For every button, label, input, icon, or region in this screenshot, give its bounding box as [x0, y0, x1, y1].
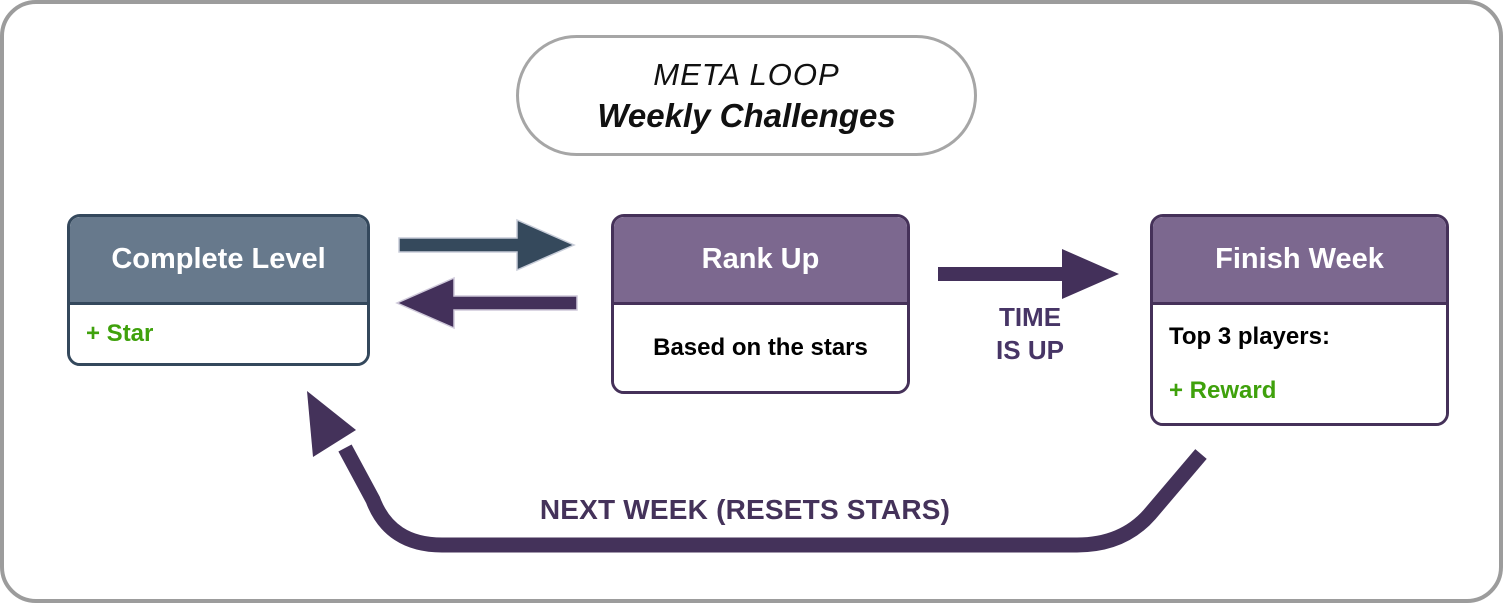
edge-label-next-week: NEXT WEEK (RESETS STARS) [539, 494, 951, 525]
node-complete-level-body: + Star [70, 305, 367, 363]
node-rank-up-title: Rank Up [701, 243, 820, 275]
node-complete-level-header: Complete Level [70, 217, 367, 305]
node-finish-week-body: Top 3 players: + Reward [1153, 305, 1446, 423]
diagram-title-line1: META LOOP [653, 56, 840, 92]
arrow-complete-to-rank-icon [398, 218, 576, 272]
edge-label-time-line2: IS UP [996, 335, 1064, 365]
node-finish-week-title: Finish Week [1215, 243, 1384, 275]
node-complete-level: Complete Level + Star [67, 214, 370, 366]
edge-label-time-line1: TIME [998, 302, 1062, 332]
node-finish-week-reward: + Reward [1169, 377, 1277, 404]
node-finish-week-header: Finish Week [1153, 217, 1446, 305]
node-finish-week: Finish Week Top 3 players: + Reward [1150, 214, 1449, 426]
arrow-loop-head-icon [307, 391, 356, 457]
node-finish-week-subtitle: Top 3 players: [1169, 323, 1330, 350]
node-rank-up-header: Rank Up [614, 217, 907, 305]
arrow-rank-to-finish-icon [938, 249, 1119, 299]
diagram-title-line2: Weekly Challenges [597, 96, 896, 134]
edge-label-time-is-up: TIME IS UP [950, 301, 1110, 367]
node-rank-up: Rank Up Based on the stars [611, 214, 910, 394]
node-rank-up-body: Based on the stars [614, 305, 907, 391]
arrow-rank-to-complete-icon [395, 276, 578, 330]
node-complete-level-reward: + Star [86, 320, 154, 347]
node-rank-up-subtitle: Based on the stars [653, 334, 868, 361]
diagram-title-pill: META LOOP Weekly Challenges [516, 35, 977, 156]
node-complete-level-title: Complete Level [111, 243, 326, 275]
